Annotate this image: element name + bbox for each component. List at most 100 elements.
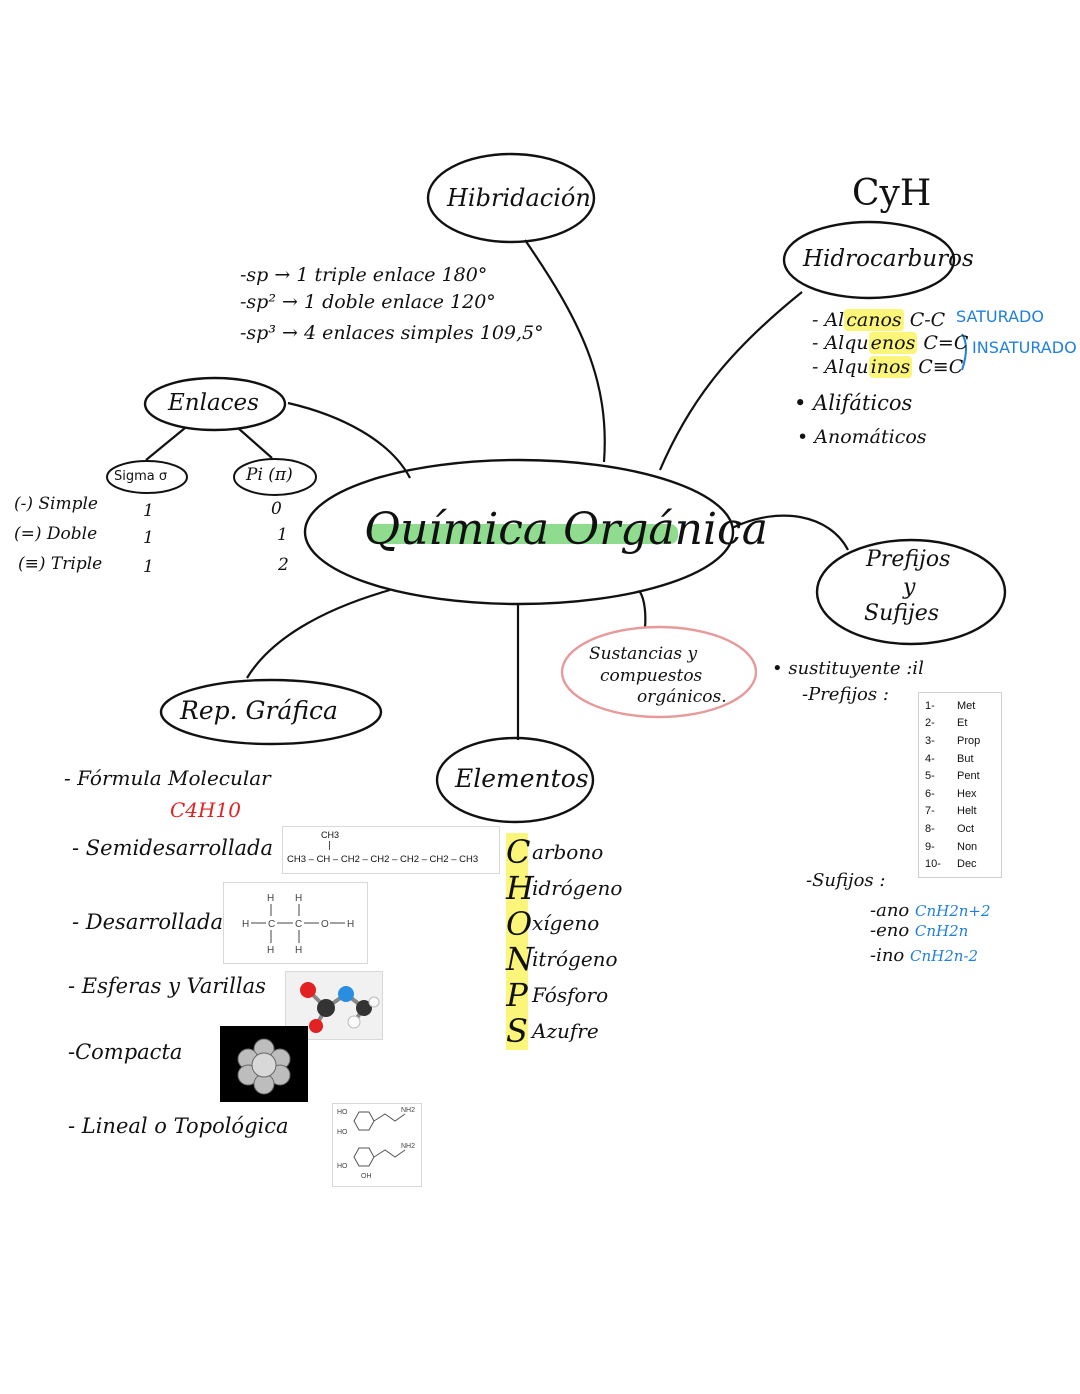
connector-prefijos <box>731 514 849 551</box>
lineal-label: - Lineal o Topológica <box>68 1114 289 1138</box>
connector-enlaces-sigma <box>145 427 186 461</box>
prefix-row: 10-Dec <box>925 858 977 871</box>
prefix-row: 3-Prop <box>925 734 981 747</box>
connector-hibridacion <box>524 239 606 463</box>
sustancias-node-outline <box>560 625 758 719</box>
prefix-row: 4-But <box>925 752 974 765</box>
rep-grafica-node-outline <box>159 678 383 746</box>
skeletal-formula-drawing: HO HO NH2 NH2 HO OH <box>337 1107 415 1180</box>
topo-label: NH2 <box>401 1143 415 1150</box>
semi-vertical-bond: | <box>328 841 332 851</box>
title-highlight <box>368 524 678 544</box>
sustancias-label-1: Sustancias y <box>589 644 698 664</box>
prefix-table: 1-Met 2-Et 3-Prop 4-But 5-Pent 6-Hex 7-H… <box>918 692 1002 878</box>
cyh-label: CyH <box>852 173 932 214</box>
prefix-row: 9-Non <box>925 840 978 853</box>
sufijo-ano: -ano CnH2n+2 <box>870 900 991 921</box>
svg-text:C: C <box>295 919 302 930</box>
prefix-row: 2-Et <box>925 717 968 730</box>
connector-sustancias <box>639 591 647 629</box>
topologica-image: HO HO NH2 NH2 HO OH <box>332 1103 422 1187</box>
svg-text:H: H <box>242 919 249 930</box>
svg-text:O: O <box>321 919 329 930</box>
formula-molecular-value: C4H10 <box>170 798 241 822</box>
enlace-row-simple: (-) Simple <box>14 494 98 514</box>
connector-lines <box>145 239 849 740</box>
svg-text:C: C <box>268 919 275 930</box>
prefix-row: 5-Pent <box>925 770 980 783</box>
sigma-node-outline <box>106 460 188 494</box>
prefix-row: 8-Oct <box>925 822 975 835</box>
aromaticos-label: • Anomáticos <box>797 426 927 448</box>
insaturado-label: INSATURADO <box>972 338 1077 357</box>
sigma-label: Sigma σ <box>114 469 168 484</box>
prefijos-node-outline <box>815 538 1007 646</box>
center-title: Química Orgánica <box>364 504 768 555</box>
insaturado-bracket <box>961 333 967 371</box>
pi-node-outline <box>233 458 317 496</box>
semidesarrollada-label: - Semidesarrollada <box>72 836 274 860</box>
prefijos-label-1: Prefijos <box>866 547 951 572</box>
ball-and-stick-model <box>300 982 380 1033</box>
center-node-outline <box>303 458 735 606</box>
space-filling-model <box>237 1038 291 1095</box>
esferas-image <box>285 971 383 1040</box>
pi-doble: 1 <box>277 525 288 545</box>
topo-label: NH2 <box>401 1107 415 1114</box>
alquinos-highlight: inos <box>868 356 913 378</box>
sustancias-label-2: compuestos <box>600 666 703 686</box>
hidrocarburos-label: Hidrocarburos <box>803 246 974 272</box>
elementos-label: Elementos <box>455 764 589 793</box>
semi-ch3-top: CH3 <box>321 830 340 840</box>
prefix-row: 6-Hex <box>925 787 977 800</box>
prefix-row: 7-Helt <box>925 805 977 818</box>
svg-text:H: H <box>347 919 354 930</box>
alquenos-highlight: enos <box>868 332 918 354</box>
prefijos-label-3: Sufijes <box>864 601 940 626</box>
sustancias-label-3: orgánicos. <box>637 687 727 707</box>
semidesarrollada-image: CH3 | CH3 – CH – CH2 – CH2 – CH2 – CH2 –… <box>282 826 500 874</box>
hibridacion-label: Hibridación <box>447 184 591 212</box>
esferas-label: - Esferas y Varillas <box>68 974 266 998</box>
prefix-row: 1-Met <box>925 699 976 712</box>
sigma-doble: 1 <box>143 528 154 548</box>
hidrocarburos-node-outline <box>782 220 956 300</box>
semi-chain: CH3 – CH – CH2 – CH2 – CH2 – CH2 – CH3 <box>287 854 479 865</box>
desarrollada-label: - Desarrollada <box>72 910 223 934</box>
pi-simple: 0 <box>271 499 282 519</box>
enlaces-label: Enlaces <box>168 390 259 416</box>
connector-rep-grafica <box>246 588 391 679</box>
saturado-label: SATURADO <box>956 307 1044 326</box>
pi-label: Pi (π) <box>246 465 293 485</box>
alifaticos-label: • Alifáticos <box>794 391 913 415</box>
sigma-triple: 1 <box>143 557 154 577</box>
hibridacion-note-sp: -sp → 1 triple enlace 180° <box>240 264 488 286</box>
sufijo-eno: -eno CnH2n <box>870 920 969 941</box>
topo-label: HO <box>337 1163 348 1170</box>
sufijos-label: -Sufijos : <box>806 870 886 891</box>
hibridacion-note-sp2: -sp² → 1 doble enlace 120° <box>240 291 496 313</box>
sustituyente-label: • sustituyente :il <box>772 658 924 679</box>
sufijo-ino: -ino CnH2n-2 <box>870 945 979 966</box>
connector-enlaces <box>287 401 411 479</box>
connector-enlaces-pi <box>237 427 273 459</box>
hibridacion-note-sp3: -sp³ → 4 enlaces simples 109,5° <box>240 322 544 344</box>
enlace-row-doble: (=) Doble <box>14 524 98 544</box>
enlaces-node-outline <box>143 376 287 432</box>
topo-label: OH <box>361 1173 372 1180</box>
topo-label: HO <box>337 1129 348 1136</box>
svg-text:H: H <box>295 945 302 956</box>
compacta-image <box>220 1026 308 1102</box>
prefijos-label-2: y <box>903 575 916 600</box>
